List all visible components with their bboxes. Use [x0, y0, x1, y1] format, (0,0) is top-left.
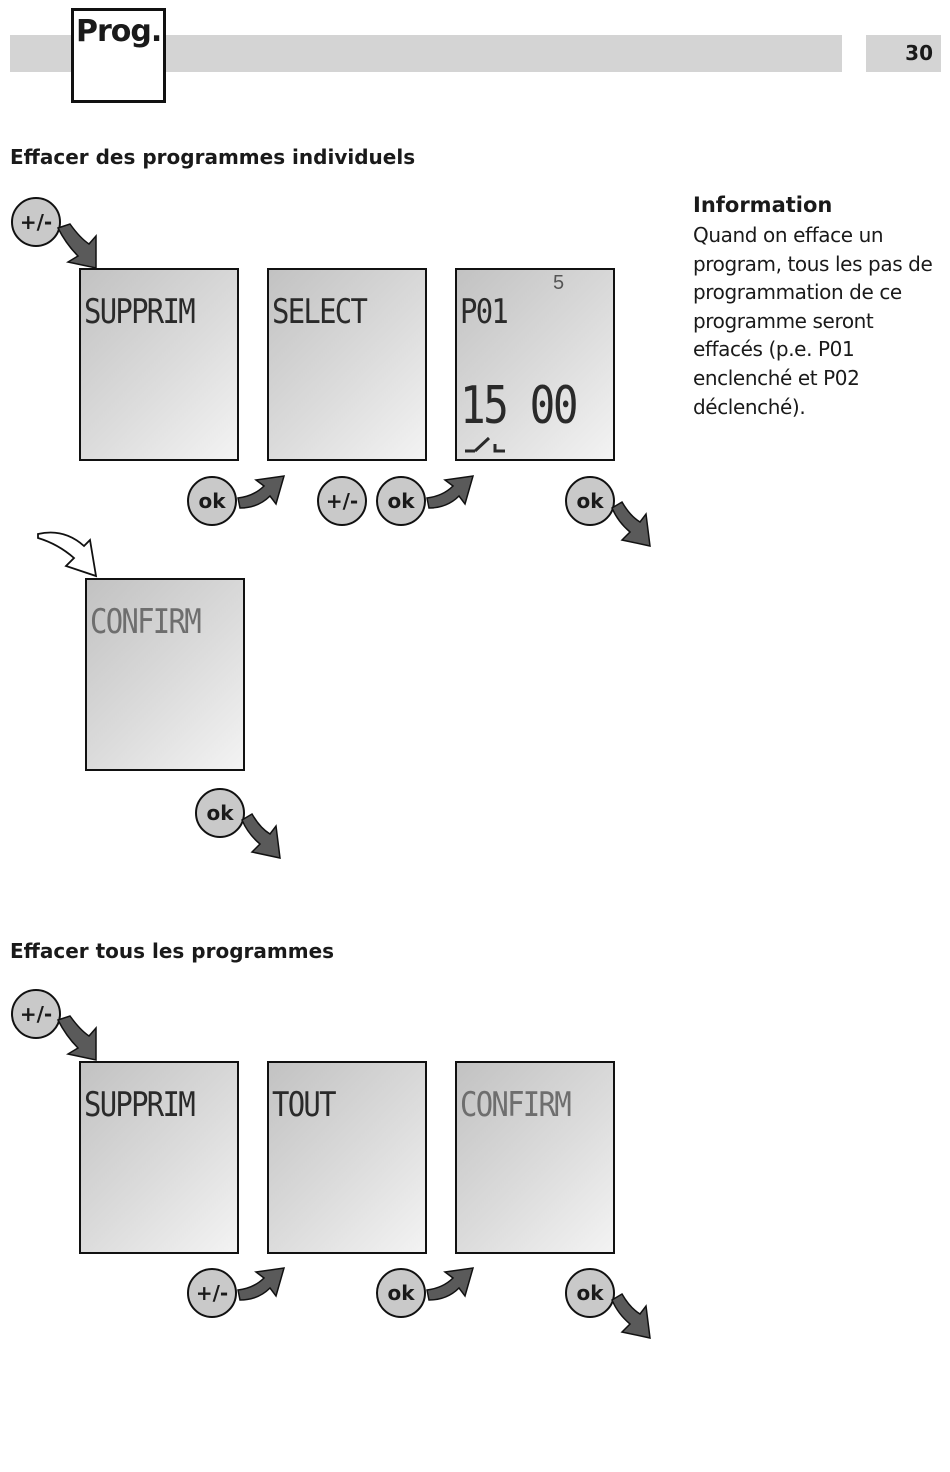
arrow-down-right-icon: [56, 1015, 97, 1061]
section-label: Prog.: [76, 14, 162, 49]
arrow-down-right-icon: [611, 1292, 651, 1339]
curved-arrow-outline-icon: [37, 531, 98, 578]
lcd-display: 5 P01 15 00: [455, 268, 615, 461]
arrow-up-right-icon: [426, 1267, 475, 1301]
lcd-text: P01: [460, 292, 509, 332]
arrow-down-right-icon: [56, 223, 97, 269]
page-number: 30: [905, 41, 933, 65]
section2-title: Effacer tous les programmes: [10, 939, 335, 963]
lcd-step-number: 5: [553, 272, 565, 294]
arrow-down-right-icon: [611, 500, 651, 547]
lcd-display: CONFIRM: [455, 1061, 615, 1254]
lcd-display: CONFIRM: [85, 578, 245, 771]
lcd-text: SELECT: [272, 292, 368, 332]
ok-button[interactable]: ok: [195, 788, 245, 838]
lcd-text: TOUT: [272, 1085, 337, 1125]
lcd-text: CONFIRM: [460, 1085, 572, 1125]
ok-button[interactable]: ok: [565, 476, 615, 526]
lcd-text: SUPPRIM: [84, 292, 196, 332]
lcd-text: SUPPRIM: [84, 1085, 196, 1125]
lcd-display: SELECT: [267, 268, 427, 461]
ok-button[interactable]: ok: [376, 476, 426, 526]
arrow-up-right-icon: [426, 475, 475, 509]
arrow-up-right-icon: [237, 1267, 286, 1301]
lcd-display: SUPPRIM: [79, 268, 239, 461]
lcd-text: CONFIRM: [90, 602, 202, 642]
plus-minus-button[interactable]: +/-: [317, 476, 367, 526]
ok-button[interactable]: ok: [376, 1268, 426, 1318]
lcd-time: 15 00: [460, 376, 579, 436]
arrow-down-right-icon: [241, 812, 281, 859]
section-label-box: [71, 8, 166, 103]
plus-minus-button[interactable]: +/-: [11, 197, 61, 247]
ok-button[interactable]: ok: [187, 476, 237, 526]
switch-on-icon: [465, 436, 505, 453]
plus-minus-button[interactable]: +/-: [11, 989, 61, 1039]
section1-title: Effacer des programmes individuels: [10, 145, 416, 169]
information-title: Information: [693, 193, 833, 217]
page-number-box: [866, 35, 941, 72]
lcd-display: SUPPRIM: [79, 1061, 239, 1254]
lcd-display: TOUT: [267, 1061, 427, 1254]
information-body: Quand on efface un program, tous les pas…: [693, 223, 933, 419]
ok-button[interactable]: ok: [565, 1268, 615, 1318]
arrow-up-right-icon: [237, 475, 286, 509]
plus-minus-button[interactable]: +/-: [187, 1268, 237, 1318]
